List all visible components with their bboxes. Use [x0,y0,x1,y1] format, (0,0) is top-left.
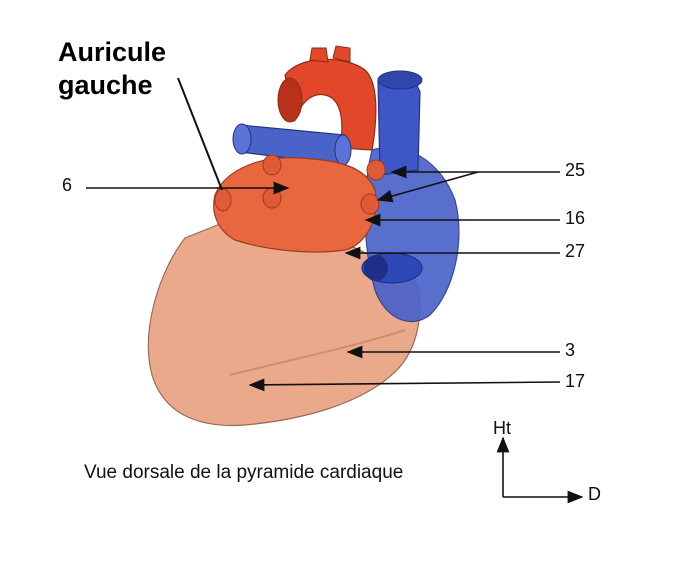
aortic-branches [309,45,351,63]
diagram-caption: Vue dorsale de la pyramide cardiaque [84,462,404,483]
label-25: 25 [565,160,586,180]
vena-cava-opening [377,70,423,90]
pointer-auricule [177,77,223,191]
label-17: 17 [565,371,586,391]
pulmonary-vein-5 [360,193,380,215]
label-27: 27 [565,241,586,261]
title-line-1: Auricule [58,37,167,67]
label-16: 16 [565,208,586,228]
title-line-2: gauche [58,70,153,100]
pulmonary-artery-end-left [232,123,252,155]
ventricle-mass [147,219,421,427]
label-3: 3 [565,340,576,360]
pulmonary-artery-end-right [334,134,352,166]
pulmonary-vein-1 [214,188,232,212]
left-atrium [213,157,377,253]
orientation-right-label: D [588,484,601,504]
pointer-25-b [376,171,479,203]
inferior-vena-cava-lumen [364,255,388,281]
pulmonary-vein-2 [262,154,282,176]
pointer-17 [248,378,561,392]
orientation-up-label: Ht [493,418,511,438]
aorta-opening [277,77,303,123]
aortic-arch [284,58,377,151]
pulmonary-vein-4 [366,159,386,181]
auricule-gauche-title: Auricule gauche [58,36,166,102]
label-6: 6 [62,175,73,195]
pulmonary-vein-3 [262,187,282,209]
ventricle-highlight [229,329,406,376]
